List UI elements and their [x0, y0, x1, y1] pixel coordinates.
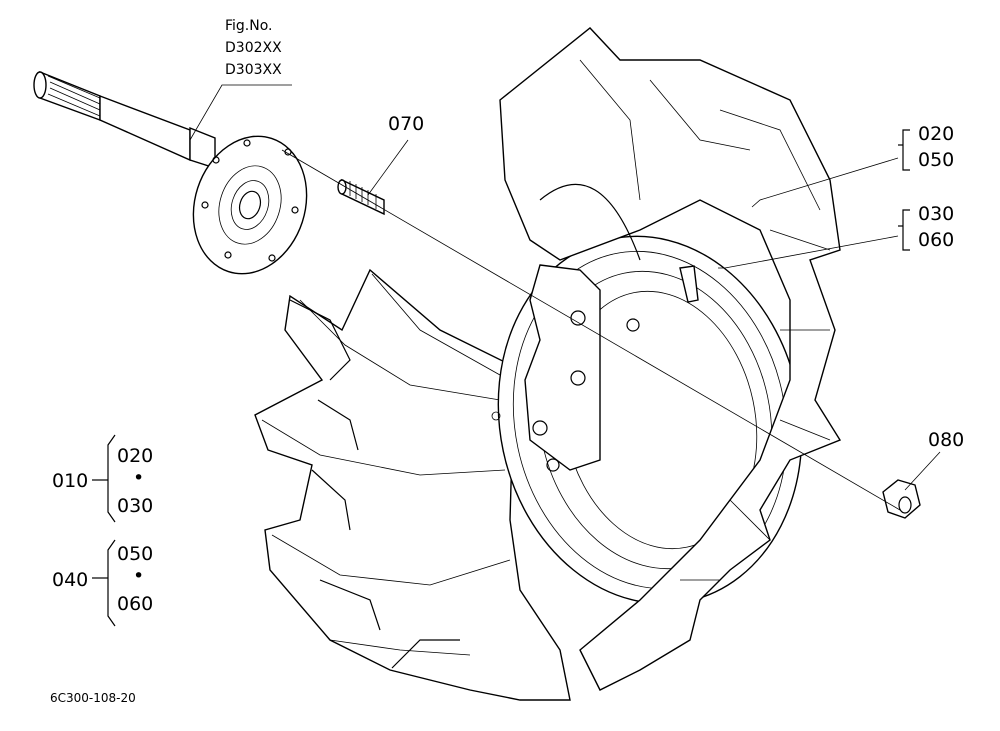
- group-label-010: 010: [52, 470, 88, 492]
- drawing-number: 6C300-108-20: [50, 691, 136, 705]
- part-label-030-right: 030: [918, 203, 954, 225]
- group-040-member-050: 050: [117, 543, 153, 565]
- group-010-member-020: 020: [117, 445, 153, 467]
- assembly-axis: [281, 149, 901, 511]
- stud-bolt: [337, 178, 385, 216]
- axle-shaft: [33, 70, 308, 275]
- hex-nut: [882, 479, 921, 519]
- part-label-060-right: 060: [918, 229, 954, 251]
- group-010-separator: •: [133, 467, 144, 489]
- part-label-070: 070: [388, 113, 424, 135]
- leader-lines: [189, 84, 941, 491]
- group-label-040: 040: [52, 569, 88, 591]
- fig-no-label: Fig.No.: [225, 18, 273, 34]
- group-040-member-060: 060: [117, 593, 153, 615]
- part-label-020-right: 020: [918, 123, 954, 145]
- part-label-050-right: 050: [918, 149, 954, 171]
- fig-code-2: D303XX: [225, 62, 282, 78]
- tire-front: [499, 27, 842, 691]
- part-label-080: 080: [928, 429, 964, 451]
- fig-code-1: D302XX: [225, 40, 282, 56]
- group-040-separator: •: [133, 565, 144, 587]
- group-010-member-030: 030: [117, 495, 153, 517]
- tire: [254, 268, 571, 701]
- brackets: [92, 129, 910, 627]
